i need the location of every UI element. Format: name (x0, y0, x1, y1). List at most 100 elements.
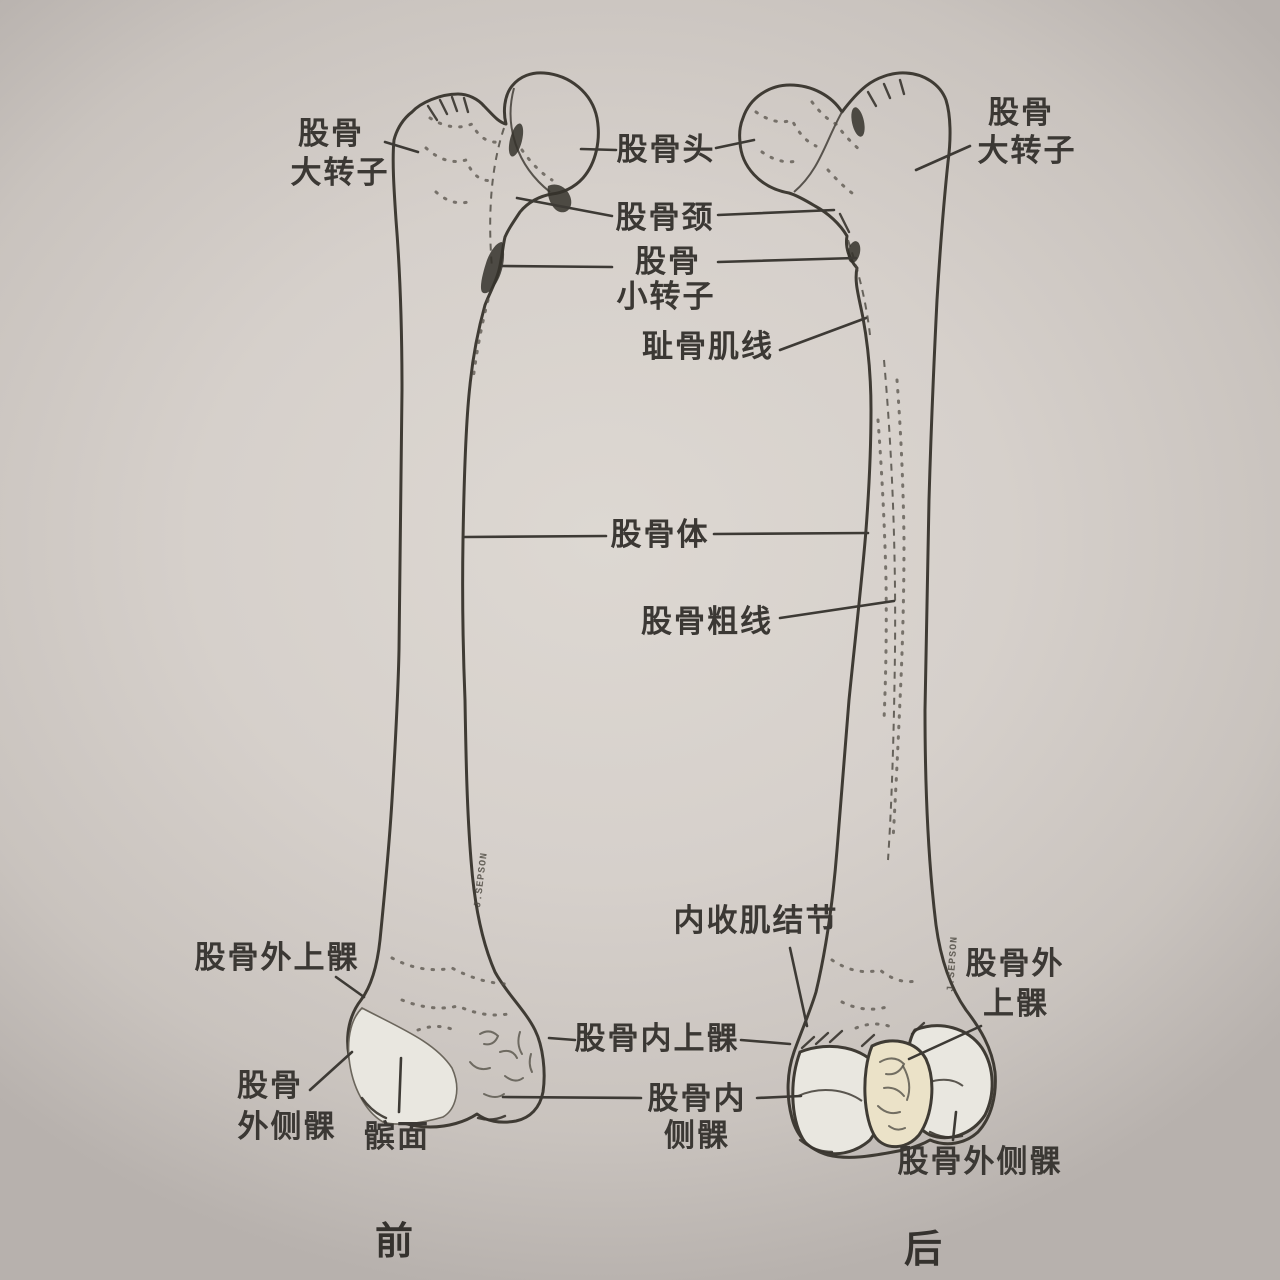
condyle-scribble (469, 1061, 491, 1071)
hatch (866, 90, 878, 108)
leader-head-right (714, 138, 756, 150)
leader-lateral-condyle-ant (308, 1050, 354, 1092)
stipple-distal (416, 1025, 460, 1034)
stipple-shaft-edge (471, 298, 490, 382)
stipple-trochanter (434, 190, 470, 205)
trochanteric-fossa-shading (508, 123, 524, 157)
leader-shaft-left (463, 534, 608, 539)
artist-signature: J.SEPSON (473, 852, 491, 909)
leader-lesser-trochanter-left (500, 264, 614, 269)
label-lateral-epicondyle-post-line1: 股骨外 (966, 946, 1065, 981)
label-medial-epicondyle: 股骨内上髁 (575, 1021, 740, 1056)
stipple-head (754, 110, 818, 148)
label-lesser-trochanter-line1: 股骨 (635, 244, 701, 279)
stipple-trochanter (428, 116, 502, 144)
hatch (828, 1029, 844, 1044)
artist-signature: J.SEPSON (946, 936, 961, 993)
leader-lateral-epicondyle-ant (334, 975, 366, 999)
femur-anterior-view: J.SEPSON (346, 71, 600, 1129)
label-femoral-shaft: 股骨体 (611, 517, 710, 552)
label-greater-trochanter-post-line1: 股骨 (988, 95, 1054, 130)
labels: 股骨 大转子 股骨头 股骨颈 股骨 小转子 耻骨肌线 股骨体 股骨粗线 内收肌结… (195, 95, 1077, 1179)
leader-neck-right (716, 208, 836, 217)
linea-aspera-line (883, 359, 897, 861)
label-femoral-neck: 股骨颈 (616, 200, 715, 235)
hatch (426, 104, 439, 122)
leader-shaft-right (712, 531, 870, 536)
hatch (910, 1021, 926, 1036)
femur-anterior-outline (346, 71, 600, 1129)
condyle-bottom-shading (476, 1114, 507, 1121)
label-greater-trochanter-post-line2: 大转子 (978, 133, 1077, 168)
stipple-distal (830, 958, 922, 984)
condyle-scribble (528, 1053, 533, 1073)
femoral-head-margin-line (793, 111, 843, 193)
label-lateral-condyle-post: 股骨外侧髁 (898, 1144, 1063, 1179)
leader-medial-epicondyle-right (739, 1038, 792, 1046)
label-lateral-epicondyle-ant: 股骨外上髁 (195, 940, 360, 975)
label-adductor-tubercle: 内收肌结节 (674, 903, 839, 938)
condyle-bottom-shading (928, 1130, 964, 1139)
patellar-surface-region (347, 1007, 458, 1125)
stipple-trochanter (810, 100, 862, 152)
leader-pectineal-line (778, 316, 868, 352)
fossa-scribble (879, 1057, 906, 1076)
leader-greater-trochanter-ant (383, 140, 420, 154)
label-lesser-trochanter-line2: 小转子 (617, 279, 716, 314)
condyle-scribble (504, 1075, 524, 1082)
stipple-neck (520, 148, 554, 182)
medial-condyle-crack (797, 1089, 863, 1102)
stipple-trochanter (424, 146, 496, 183)
hatch (450, 95, 459, 113)
hatch (438, 98, 449, 116)
hatch (462, 96, 470, 114)
fossa-scribble (877, 1105, 901, 1115)
label-lateral-condyle-ant-line2: 外侧髁 (238, 1109, 337, 1144)
stipple-distal (400, 998, 510, 1017)
label-pectineal-line: 耻骨肌线 (642, 329, 774, 364)
label-lateral-condyle-ant-line1: 股骨 (237, 1068, 303, 1103)
stipple-distal (390, 956, 512, 986)
hatch (838, 212, 851, 234)
stipple-distal (840, 1000, 892, 1011)
view-captions: 前 后 (375, 1221, 942, 1271)
femur-posterior-view: J.SEPSON (738, 71, 997, 1159)
leader-lateral-epicondyle-post (907, 1024, 983, 1061)
condyle-bottom-shading (798, 1138, 834, 1154)
leader-patellar-surface (397, 1056, 403, 1114)
intertrochanteric-line (489, 127, 505, 269)
leader-neck-left (515, 196, 614, 218)
hatch (882, 82, 892, 100)
trochanteric-fossa-shading (851, 107, 865, 137)
label-greater-trochanter-ant-line1: 股骨 (298, 116, 364, 151)
hatch (800, 1035, 816, 1050)
condyle-scribble (517, 1031, 523, 1055)
label-linea-aspera: 股骨粗线 (641, 604, 773, 639)
condyle-bottom-shading (360, 1096, 388, 1120)
condyle-scribble (479, 1030, 500, 1046)
leader-linea-aspera (778, 599, 896, 620)
femur-posterior-outline (738, 71, 997, 1159)
label-lateral-epicondyle-post-line2: 上髁 (983, 986, 1049, 1021)
caption-anterior: 前 (375, 1221, 413, 1263)
stipple-distal (854, 1022, 896, 1030)
label-greater-trochanter-ant-line2: 大转子 (291, 155, 390, 190)
hatch (860, 1033, 876, 1048)
lesser-trochanter-shading-ant (480, 242, 505, 294)
stipple-neck (826, 168, 858, 198)
leader-greater-trochanter-post (914, 144, 972, 172)
hatch (814, 1031, 830, 1046)
fossa-scribble (888, 1125, 906, 1131)
medial-condyle-region (791, 1044, 886, 1156)
fossa-scribble (902, 1065, 911, 1101)
leader-adductor-tubercle (788, 946, 809, 1028)
label-medial-condyle-line2: 侧髁 (664, 1118, 730, 1153)
label-medial-condyle-line1: 股骨内 (648, 1081, 747, 1116)
leader-medial-epicondyle-left (547, 1036, 577, 1042)
fossa-scribble (883, 1086, 905, 1097)
leader-medial-condyle-right (755, 1094, 803, 1100)
label-patellar-surface: 髌面 (364, 1119, 430, 1154)
label-femoral-head: 股骨头 (617, 132, 716, 167)
